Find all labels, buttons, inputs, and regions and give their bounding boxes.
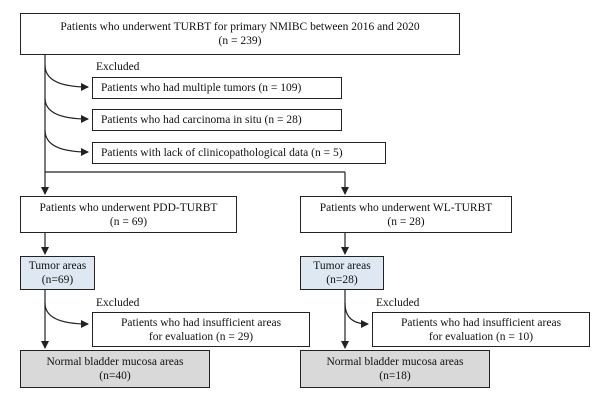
left-tumor-line1: Tumor areas xyxy=(28,260,87,272)
wl-turbt-line1: Patients who underwent WL-TURBT xyxy=(319,201,493,214)
exclusion-text: Patients who had multiple tumors (n = 10… xyxy=(101,82,302,94)
left-exclusion-box: Patients who had insufficient areas for … xyxy=(92,312,310,347)
right-tumor-line2: (n=28) xyxy=(326,274,358,286)
exclusion-box-carcinoma: Patients who had carcinoma in situ (n = … xyxy=(92,109,342,131)
left-tumor-areas-box: Tumor areas (n=69) xyxy=(20,256,95,290)
exclusion-text: Patients who had carcinoma in situ (n = … xyxy=(101,114,302,126)
right-normal-line1: Normal bladder mucosa areas xyxy=(326,356,464,368)
pdd-turbt-box: Patients who underwent PDD-TURBT (n = 69… xyxy=(20,196,237,233)
exclusion-box-multiple-tumors: Patients who had multiple tumors (n = 10… xyxy=(92,77,342,99)
top-cohort-line1: Patients who underwent TURBT for primary… xyxy=(60,21,420,33)
right-tumor-areas-box: Tumor areas (n=28) xyxy=(300,256,384,290)
right-exclusion-line1: Patients who had insufficient areas xyxy=(400,316,562,329)
wl-turbt-line2: (n = 28) xyxy=(387,215,425,228)
excluded-label-left: Excluded xyxy=(96,297,140,309)
right-exclusion-box: Patients who had insufficient areas for … xyxy=(372,312,590,347)
left-exclusion-line2: for evaluation (n = 29) xyxy=(148,330,254,343)
wl-turbt-box: Patients who underwent WL-TURBT (n = 28) xyxy=(300,196,512,233)
right-normal-mucosa-box: Normal bladder mucosa areas (n=18) xyxy=(300,350,490,388)
right-tumor-line1: Tumor areas xyxy=(313,260,371,272)
top-cohort-line2: (n = 239) xyxy=(218,35,262,47)
left-normal-line1: Normal bladder mucosa areas xyxy=(46,356,184,368)
excluded-label-right: Excluded xyxy=(376,297,420,309)
exclusion-box-lack-data: Patients with lack of clinicopathologica… xyxy=(92,142,386,164)
right-normal-line2: (n=18) xyxy=(379,370,411,382)
left-tumor-line2: (n=69) xyxy=(41,274,74,286)
excluded-label-top: Excluded xyxy=(96,61,140,73)
left-exclusion-line1: Patients who had insufficient areas xyxy=(120,316,282,329)
right-exclusion-line2: for evaluation (n = 10) xyxy=(428,330,534,343)
pdd-turbt-line1: Patients who underwent PDD-TURBT xyxy=(39,201,218,214)
left-normal-mucosa-box: Normal bladder mucosa areas (n=40) xyxy=(20,350,210,388)
exclusion-text: Patients with lack of clinicopathologica… xyxy=(101,147,343,159)
pdd-turbt-line2: (n = 69) xyxy=(109,215,148,228)
left-normal-line2: (n=40) xyxy=(99,370,131,382)
top-cohort-box: Patients who underwent TURBT for primary… xyxy=(20,13,460,55)
